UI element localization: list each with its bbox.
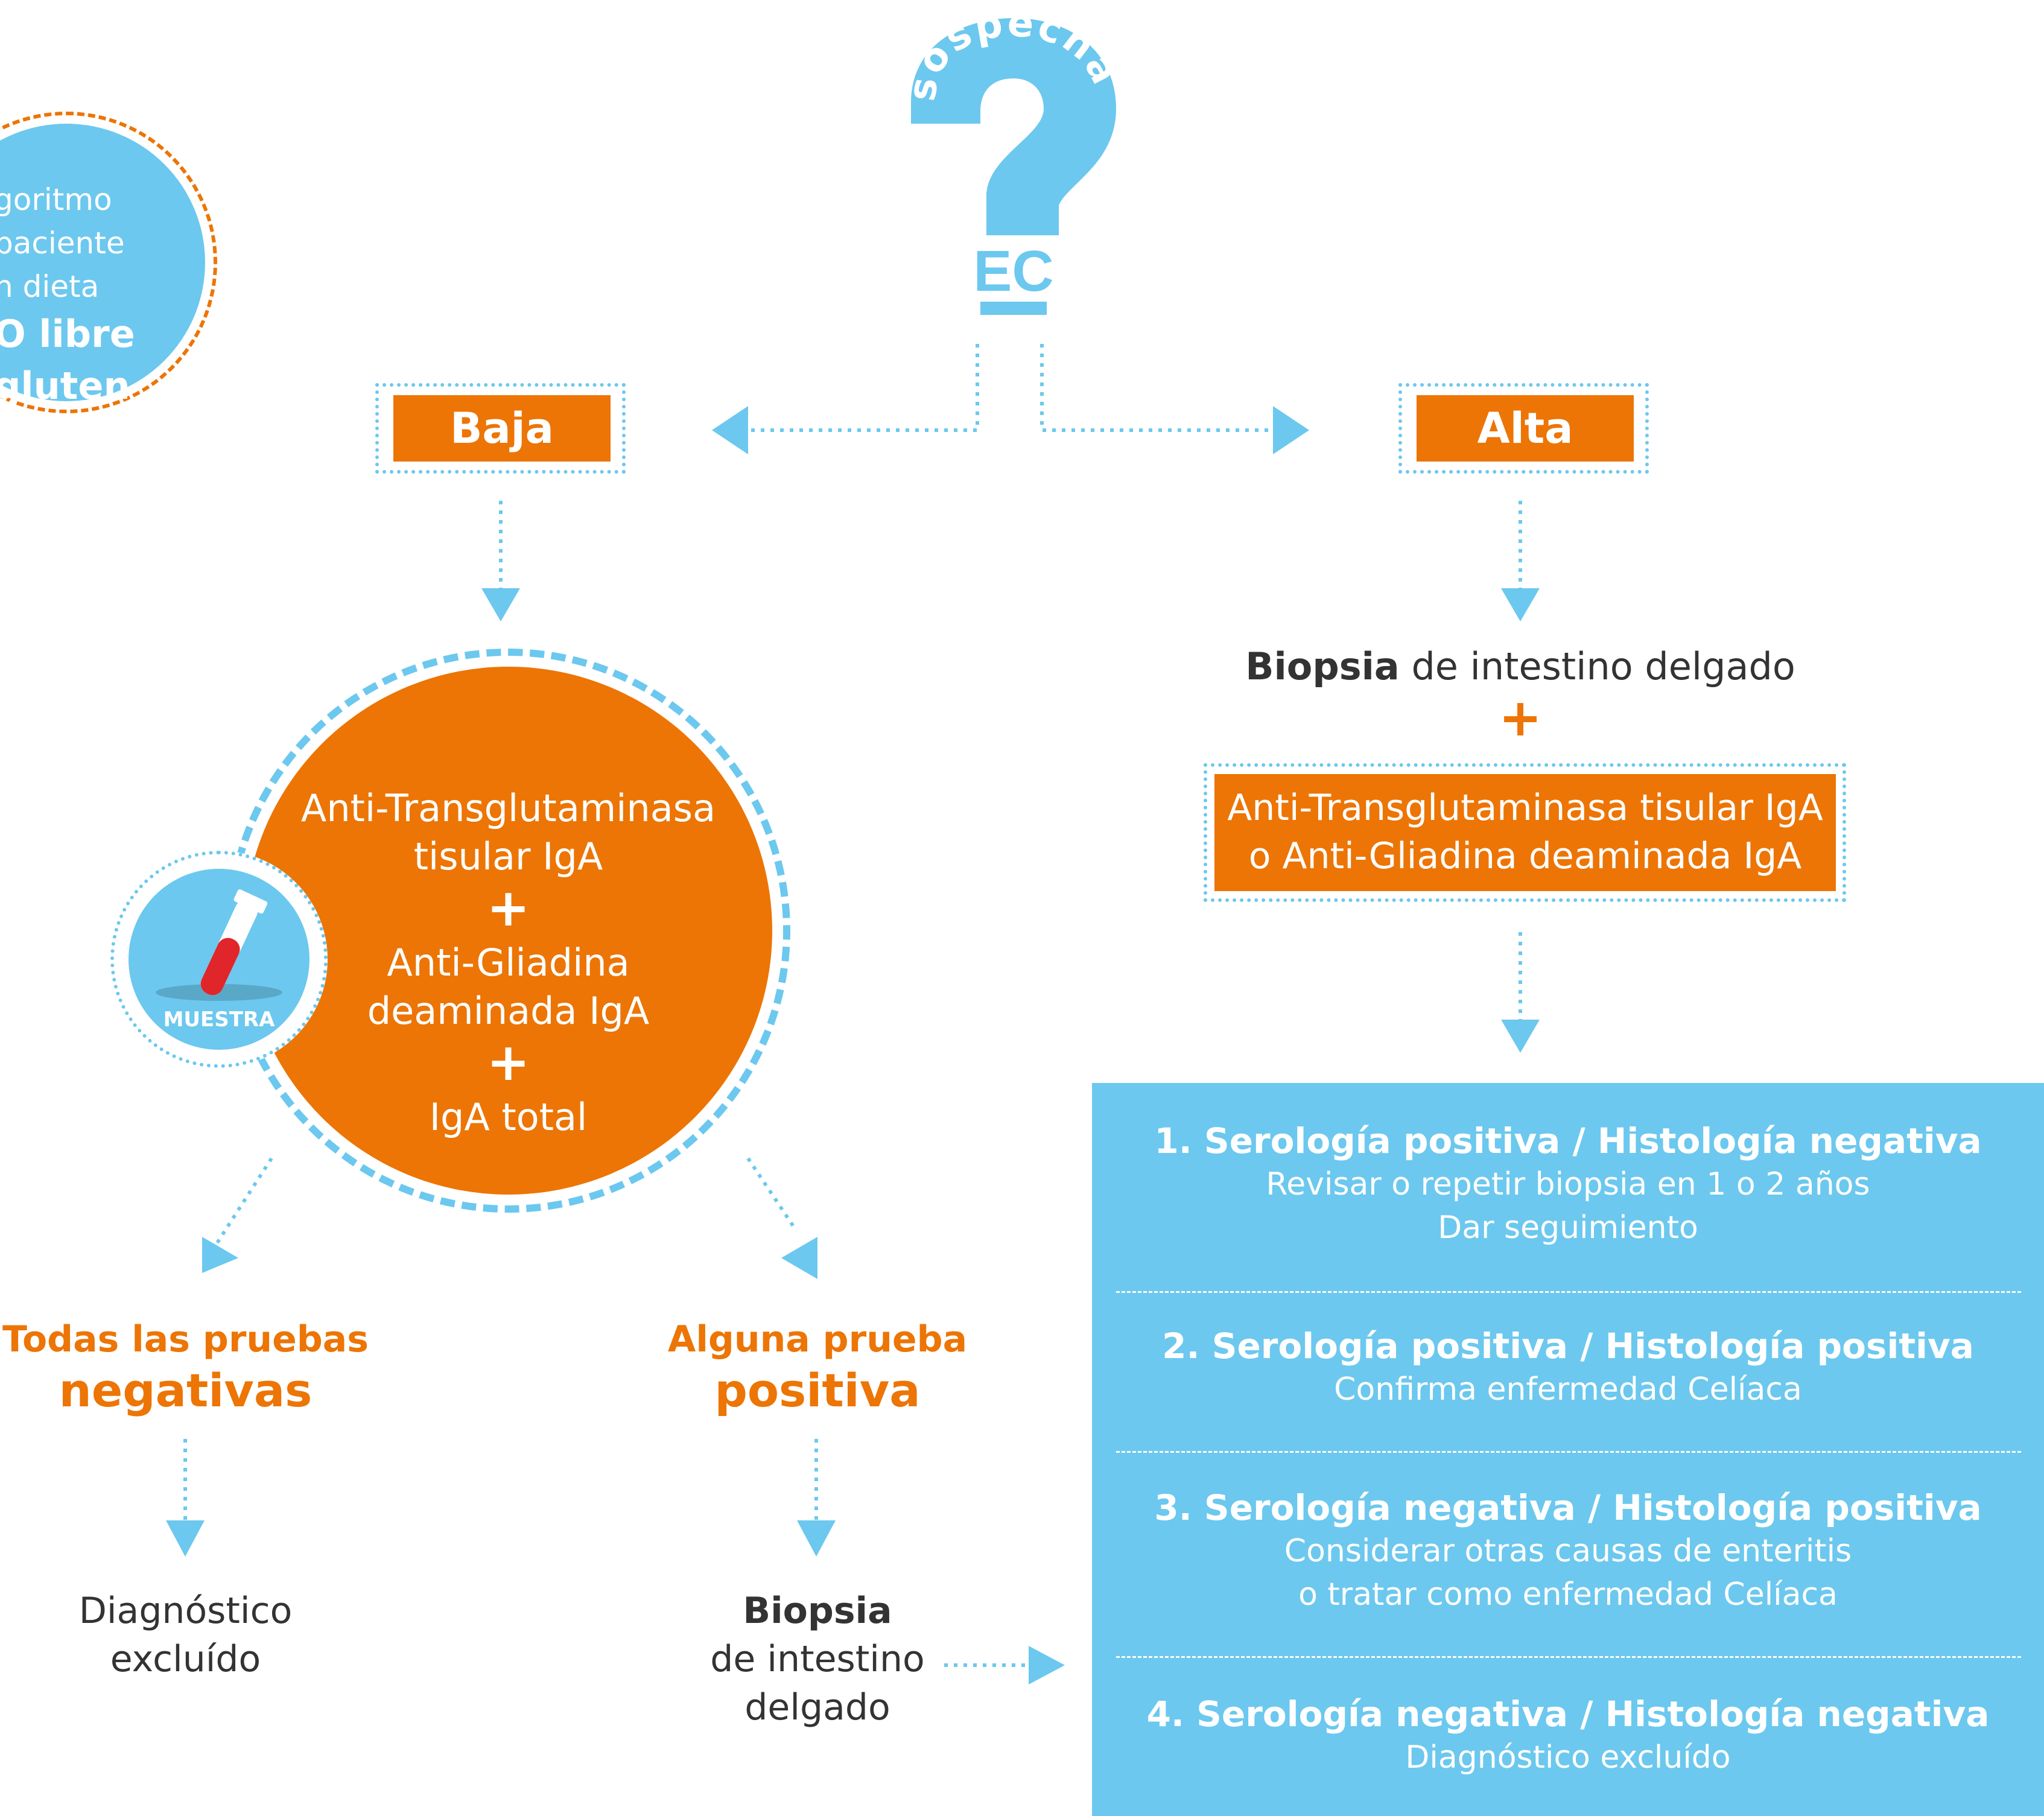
arrow-down-neg bbox=[166, 1520, 205, 1557]
plus-icon: + bbox=[486, 1032, 530, 1093]
divider bbox=[1116, 1451, 2021, 1453]
neg-result-1: Diagnóstico bbox=[78, 1590, 293, 1632]
serology-box: Anti-Transglutaminasa tisular IgA o Anti… bbox=[1214, 774, 1836, 891]
side-line-4: O libre bbox=[0, 312, 135, 356]
result-title-2: 2. Serología positiva / Histología posit… bbox=[1162, 1325, 1974, 1367]
pos-result-bold: Biopsia bbox=[743, 1590, 892, 1632]
arrow-down-alta bbox=[1501, 588, 1540, 621]
result-item: 2. Serología positiva / Histología posit… bbox=[1092, 1324, 2044, 1411]
connector-to-alta bbox=[1040, 344, 1273, 432]
result-line-1a: Revisar o repetir biopsia en 1 o 2 años bbox=[1266, 1166, 1870, 1202]
result-item: 4. Serología negativa / Histología negat… bbox=[1092, 1692, 2044, 1779]
connector-to-baja bbox=[748, 344, 979, 432]
plus-icon: + bbox=[486, 878, 530, 938]
result-title-4: 4. Serología negativa / Histología negat… bbox=[1146, 1694, 1990, 1735]
side-line-1: goritmo bbox=[0, 182, 112, 217]
baja-box: Baja bbox=[393, 395, 611, 462]
connector-diag-right bbox=[746, 1157, 798, 1232]
pos-label: Alguna prueba bbox=[667, 1318, 968, 1360]
test-anti-transglutaminasa-b: tisular IgA bbox=[413, 834, 603, 878]
result-item: 3. Serología negativa / Histología posit… bbox=[1092, 1486, 2044, 1616]
neg-result: Diagnóstico excluído bbox=[0, 1587, 371, 1683]
side-line-2: paciente bbox=[0, 226, 125, 261]
connector-diag-left bbox=[215, 1157, 273, 1244]
pos-result: Biopsia de intestino delgado bbox=[658, 1587, 977, 1732]
question-mark-graphic: sospecha bbox=[899, 1, 1128, 326]
divider bbox=[1116, 1291, 2021, 1293]
high-biopsy-rest: de intestino delgado bbox=[1411, 644, 1795, 688]
arrow-down-pos bbox=[797, 1520, 836, 1557]
arrow-diag-right bbox=[781, 1237, 817, 1279]
test-iga-total: IgA total bbox=[429, 1095, 588, 1139]
tests-circle bbox=[244, 667, 772, 1195]
pos-result-2: de intestino bbox=[710, 1638, 925, 1680]
arrow-left-baja bbox=[712, 406, 748, 454]
pos-result-3: delgado bbox=[744, 1686, 890, 1729]
neg-big-label: negativas bbox=[59, 1364, 313, 1417]
result-line-2a: Confirma enfermedad Celíaca bbox=[1334, 1371, 1802, 1408]
neg-result-2: excluído bbox=[110, 1638, 261, 1680]
baja-box-border bbox=[375, 383, 626, 474]
side-line-5: gluten bbox=[0, 364, 130, 408]
arrow-right-alta bbox=[1273, 406, 1309, 454]
arrow-down-serology bbox=[1501, 1020, 1540, 1053]
result-title-1: 1. Serología positiva / Histología negat… bbox=[1154, 1120, 1982, 1161]
arrow-diag-left bbox=[202, 1237, 238, 1273]
result-line-1b: Dar seguimiento bbox=[1438, 1210, 1698, 1246]
test-anti-gliadina: Anti-Gliadina bbox=[387, 941, 630, 985]
serology-line-2: o Anti-Gliadina deaminada IgA bbox=[1248, 835, 1802, 877]
divider bbox=[1116, 1656, 2021, 1658]
side-line-3: n dieta bbox=[0, 269, 100, 304]
neg-label: Todas las pruebas bbox=[2, 1318, 369, 1360]
serology-box-border bbox=[1204, 763, 1846, 902]
result-title-3: 3. Serología negativa / Histología posit… bbox=[1154, 1487, 1982, 1528]
arrow-right-results bbox=[1029, 1646, 1065, 1684]
results-panel: 1. Serología positiva / Histología negat… bbox=[1092, 1083, 2044, 1816]
high-biopsy-bold: Biopsia bbox=[1245, 644, 1400, 688]
test-anti-transglutaminasa: Anti-Transglutaminasa bbox=[300, 786, 716, 830]
test-tube-icon bbox=[129, 869, 309, 1050]
serology-line-1: Anti-Transglutaminasa tisular IgA bbox=[1227, 787, 1823, 829]
sample-label: MUESTRA bbox=[163, 1008, 275, 1032]
arrow-down-baja bbox=[481, 588, 520, 621]
test-anti-gliadina-b: deaminada IgA bbox=[367, 989, 650, 1033]
high-plus-icon: + bbox=[1498, 688, 1543, 748]
result-line-3b: o tratar como enfermedad Celíaca bbox=[1298, 1576, 1838, 1613]
result-line-4a: Diagnóstico excluído bbox=[1405, 1739, 1731, 1776]
result-line-3a: Considerar otras causas de enteritis bbox=[1284, 1533, 1852, 1569]
tests-list: Anti-Transglutaminasa tisular IgA + Anti… bbox=[275, 784, 742, 1141]
result-item: 1. Serología positiva / Histología negat… bbox=[1092, 1119, 2044, 1249]
alta-box: Alta bbox=[1417, 395, 1634, 462]
ec-label: EC bbox=[973, 239, 1054, 303]
pos-big-label: positiva bbox=[714, 1364, 921, 1417]
side-note-text: goritmo paciente n dieta O libre gluten bbox=[0, 178, 193, 412]
alta-box-border bbox=[1398, 383, 1649, 474]
high-biopsy: Biopsia de intestino delgado bbox=[1195, 643, 1846, 691]
